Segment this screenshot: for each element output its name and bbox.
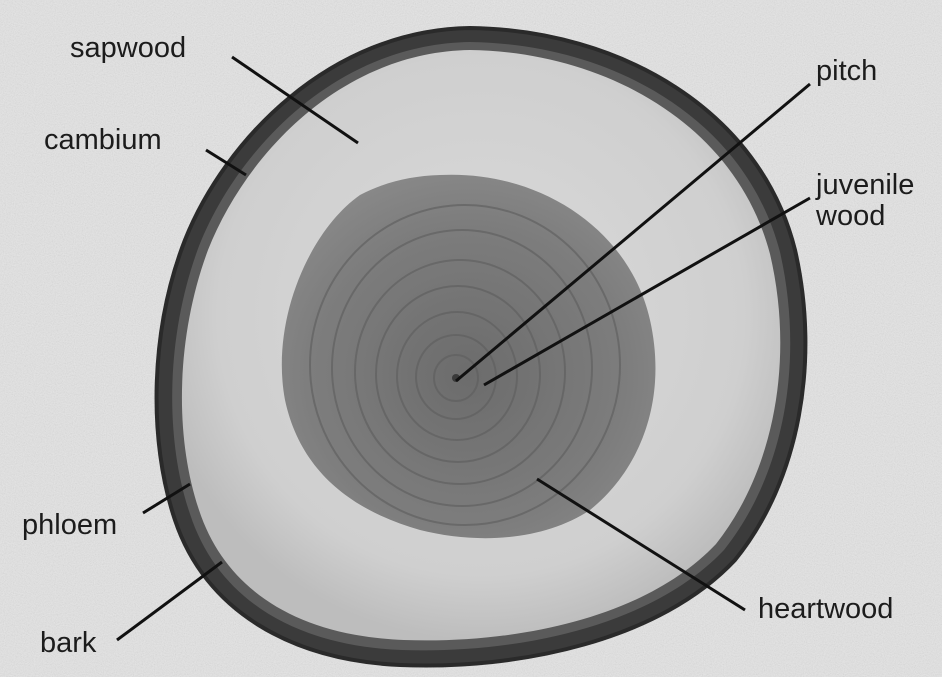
label-bark: bark xyxy=(40,628,96,659)
label-sapwood: sapwood xyxy=(70,33,186,64)
label-phloem: phloem xyxy=(22,510,117,541)
label-heartwood: heartwood xyxy=(758,594,893,625)
label-juvenile-line2: wood xyxy=(816,201,942,232)
label-cambium: cambium xyxy=(44,125,162,156)
label-pitch: pitch xyxy=(816,56,877,87)
label-juvenile-wood: juvenile wood xyxy=(816,170,942,232)
label-juvenile-line1: juvenile xyxy=(816,170,942,201)
